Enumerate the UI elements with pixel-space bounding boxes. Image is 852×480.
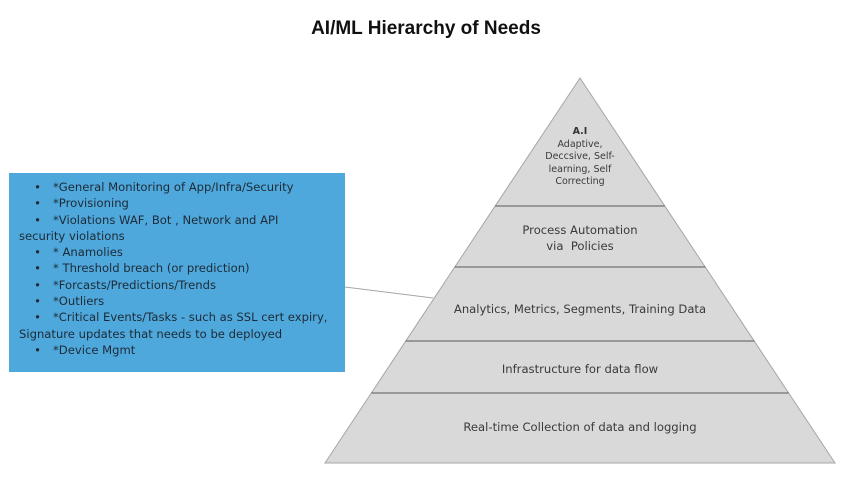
- note-item: •*Forcasts/Predictions/Trends: [19, 277, 341, 293]
- layer-ai: A.I Adaptive, Deccsive, Self- learning, …: [530, 126, 630, 189]
- layer-process-automation: Process Automation via Policies: [480, 222, 680, 254]
- layer-analytics-line: Analytics, Metrics, Segments, Training D…: [453, 302, 707, 316]
- note-item: •*General Monitoring of App/Infra/Securi…: [19, 179, 341, 195]
- connector-line: [344, 286, 434, 299]
- capabilities-note-box: •*General Monitoring of App/Infra/Securi…: [9, 173, 345, 372]
- bullet-icon: •: [34, 294, 41, 309]
- bullet-icon: •: [34, 261, 41, 276]
- note-item: •* Anamolies: [19, 244, 341, 260]
- bullet-icon: •: [34, 212, 41, 227]
- layer-realtime-collection: Real-time Collection of data and logging: [410, 419, 750, 435]
- note-item: •*Outliers: [19, 293, 341, 309]
- note-item: •* Threshold breach (or prediction): [19, 260, 341, 276]
- layer-process-automation-line: Process Automation: [522, 223, 638, 237]
- bullet-icon: •: [34, 180, 41, 194]
- note-item: •*Provisioning: [19, 195, 341, 211]
- note-item: •*Violations WAF, Bot , Network and API: [19, 212, 341, 228]
- layer-ai-line: Deccsive, Self-: [545, 151, 615, 162]
- layer-infrastructure: Infrastructure for data flow: [430, 361, 730, 377]
- layer-infrastructure-line: Infrastructure for data flow: [501, 362, 659, 376]
- layer-ai-line: Correcting: [555, 176, 605, 187]
- bullet-icon: •: [34, 245, 41, 260]
- layer-analytics: Analytics, Metrics, Segments, Training D…: [430, 301, 730, 317]
- layer-ai-heading: A.I: [572, 126, 588, 137]
- layer-realtime-collection-line: Real-time Collection of data and logging: [463, 420, 697, 434]
- layer-ai-line: Adaptive,: [557, 138, 603, 150]
- bullet-icon: •: [34, 342, 41, 357]
- bullet-icon: •: [34, 196, 41, 211]
- layer-ai-line: learning, Self: [548, 163, 612, 175]
- note-item: •*Critical Events/Tasks - such as SSL ce…: [19, 309, 341, 325]
- layer-process-automation-line: via Policies: [546, 239, 614, 253]
- bullet-icon: •: [34, 277, 41, 292]
- note-item-continuation: Signature updates that needs to be deplo…: [19, 326, 283, 341]
- note-item-continuation: security violations: [19, 228, 125, 243]
- note-item: •*Device Mgmt: [19, 342, 341, 358]
- diagram-title: AI/ML Hierarchy of Needs: [311, 18, 541, 39]
- bullet-icon: •: [34, 310, 41, 325]
- pyramid-shape: [324, 77, 836, 464]
